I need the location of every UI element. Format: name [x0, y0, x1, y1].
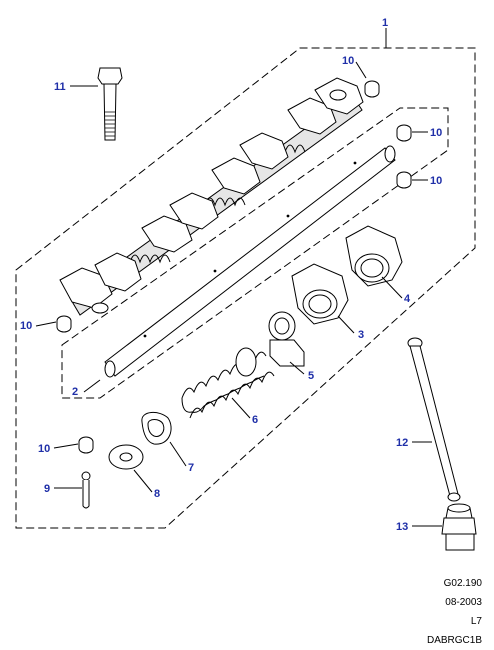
sheet-code: L7 — [470, 616, 482, 627]
callout-12: 12 — [396, 437, 408, 449]
callout-13: 13 — [396, 521, 408, 533]
coil-spring — [181, 347, 275, 419]
callout-8: 8 — [154, 488, 160, 500]
tappet — [441, 503, 477, 551]
nut-left — [56, 315, 72, 333]
callout-10-right-upper: 10 — [430, 127, 442, 139]
assembly-frame — [15, 47, 476, 529]
nut-right-lower — [396, 171, 412, 189]
split-pin — [81, 471, 91, 509]
pushrod — [407, 337, 461, 502]
callout-10-right-lower: 10 — [430, 175, 442, 187]
callout-10-left: 10 — [20, 320, 32, 332]
callout-11: 11 — [54, 81, 66, 93]
leader-lines — [35, 28, 442, 527]
nut-top — [364, 80, 380, 98]
rocker-arm-4 — [345, 225, 403, 287]
callout-10-top: 10 — [342, 55, 354, 67]
callout-3: 3 — [358, 329, 364, 341]
bolt — [97, 67, 123, 141]
nut-right-upper — [396, 124, 412, 142]
rocker-shaft-assembly — [59, 77, 364, 316]
callout-6: 6 — [252, 414, 258, 426]
callout-1: 1 — [382, 17, 388, 29]
rocker-shaft — [104, 145, 396, 378]
callout-4: 4 — [404, 293, 411, 305]
callout-2: 2 — [72, 386, 78, 398]
callout-10-bottom: 10 — [38, 443, 50, 455]
drawing-number: G02.190 — [443, 578, 482, 589]
washer — [108, 444, 144, 470]
drawing-reference: DABRGC1B — [426, 635, 482, 646]
callout-5: 5 — [308, 370, 314, 382]
nut-bottom — [78, 436, 94, 454]
shaft-frame — [61, 107, 449, 399]
shaft-spacer — [141, 412, 172, 445]
drawing-date: 08-2003 — [445, 597, 482, 608]
rocker-arm-3 — [291, 263, 349, 325]
callout-9: 9 — [44, 483, 50, 495]
callout-7: 7 — [188, 462, 194, 474]
shaft-pedestal — [268, 311, 305, 367]
